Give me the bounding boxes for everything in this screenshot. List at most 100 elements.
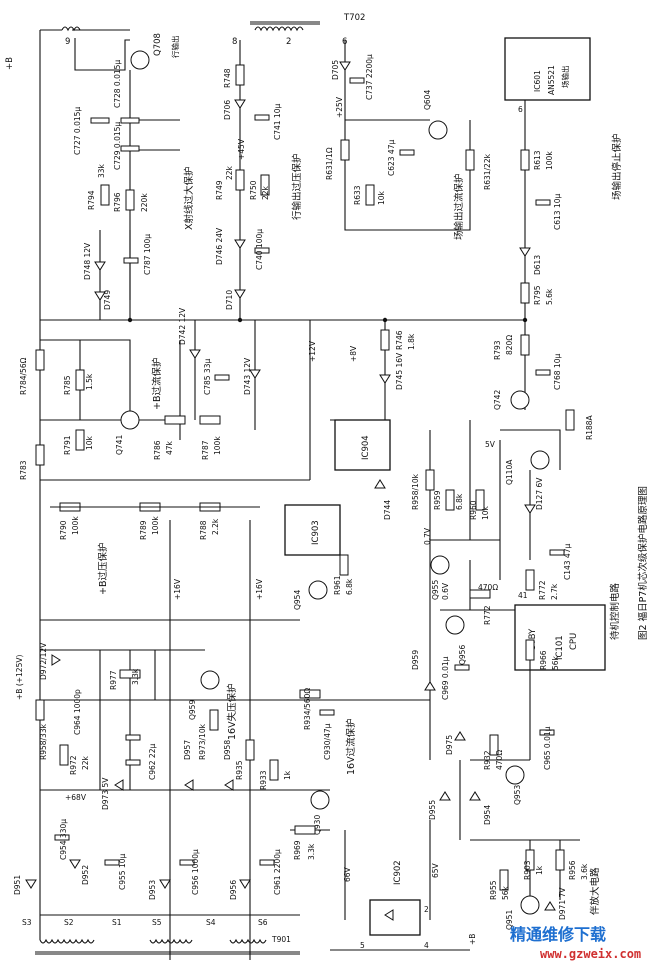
ic902-led: [384, 909, 394, 921]
transistor-label: Q955: [431, 580, 440, 600]
capacitor-label: C954 330μ: [59, 819, 68, 860]
resistor-label: R787: [201, 440, 210, 460]
value-label: 3.6k: [580, 863, 589, 880]
resistor-label: R794: [87, 190, 96, 210]
r750-resistor: [260, 174, 270, 196]
value-label: 2.2k: [211, 518, 220, 535]
capacitor-label: C741 10μ: [273, 104, 282, 140]
resistor-label: R956: [568, 860, 577, 880]
pin-label: S1: [112, 918, 122, 927]
r631b-resistor: [465, 149, 475, 171]
resistor-label: R795: [533, 285, 542, 305]
d745-diode: [379, 374, 391, 384]
rail-label: +68V: [65, 793, 87, 802]
value-label: 5.6k: [545, 288, 554, 305]
rail-label: +45V: [237, 138, 246, 160]
c728-capacitor: [120, 117, 140, 124]
capacitor-label: C965 0.01μ: [543, 726, 552, 770]
block-b-oc: +B过流保护: [151, 358, 163, 410]
resistor-label: R966: [539, 650, 548, 670]
r966-resistor: [525, 639, 535, 661]
ic903-chip: [284, 504, 341, 556]
capacitor-label: C729 0.015μ: [113, 122, 122, 170]
diode-label: D953: [148, 880, 157, 900]
r772-resistor: [525, 569, 535, 591]
r935-resistor: [245, 739, 255, 761]
capacitor-label: C962 22μ: [148, 744, 157, 780]
r613-resistor: [520, 149, 530, 171]
capacitor-label: C737 2200μ: [365, 54, 374, 100]
resistor-label: R613: [533, 150, 542, 170]
r956-resistor: [555, 849, 565, 871]
r794-resistor: [100, 184, 110, 206]
d958-diode: [224, 779, 234, 791]
diode-label: D972/12V: [39, 642, 48, 680]
diode-label: D971 7V: [558, 887, 567, 920]
capacitor-label: C143 47μ: [563, 544, 572, 580]
q930-transistor: [310, 790, 330, 810]
c623-capacitor: [399, 149, 415, 156]
capacitor-label: C955 10μ: [118, 854, 127, 890]
diode-label: D127 6V: [535, 477, 544, 510]
r934-resistor: [299, 689, 321, 699]
value-label: 3.3k: [307, 843, 316, 860]
pin-label: 5: [360, 941, 365, 950]
rail-label: +25V: [335, 96, 344, 118]
resistor-label: R796: [113, 192, 122, 212]
pin-label: 41: [518, 591, 528, 600]
rail-label: +B: [5, 57, 15, 70]
d951-diode: [25, 879, 37, 889]
diode-label: D743 12V: [243, 357, 252, 395]
diode-label: D957: [183, 740, 192, 760]
r633-resistor: [365, 184, 375, 206]
block-line-ov: 行输出过压保护: [291, 153, 303, 220]
value-label: 1.5k: [85, 373, 94, 390]
value-label: 56k: [501, 885, 510, 900]
transistor-label: Q742: [493, 390, 502, 410]
diode-label: D613: [533, 255, 542, 275]
resistor-label: R748: [223, 68, 232, 88]
d952-diode: [69, 859, 81, 869]
pin-label: 9: [65, 37, 70, 47]
transistor-label: Q708: [153, 33, 163, 56]
ic601-chip: [504, 37, 591, 101]
r796-resistor: [125, 189, 135, 211]
t901-core: [35, 951, 300, 955]
q742-transistor: [510, 390, 530, 410]
r961-resistor: [469, 589, 491, 599]
ic-pin-label: STBY: [528, 628, 538, 650]
r932-resistor: [489, 734, 499, 756]
ic-name: IC904: [361, 435, 371, 460]
c143-capacitor: [549, 549, 565, 556]
transistor-label: Q951: [505, 910, 514, 930]
resistor-label: R933: [259, 770, 268, 790]
diode-label: D744: [383, 500, 392, 520]
capacitor-label: C787 100μ: [143, 234, 152, 275]
diode-label: D956: [229, 880, 238, 900]
diode-label: D952: [81, 865, 90, 885]
q708-wire: [74, 38, 130, 71]
d973-diode: [114, 779, 124, 791]
pin-label: 4: [424, 941, 429, 950]
r960-resistor: [475, 489, 485, 511]
r972-resistor: [59, 744, 69, 766]
value-label: 1.8k: [407, 333, 416, 350]
resistor-label: R631/22k: [483, 153, 492, 190]
d971-diode: [544, 901, 556, 911]
r958b-resistor: [425, 469, 435, 491]
transformer-label: T702: [343, 13, 365, 23]
capacitor-label: C727 0.015μ: [73, 107, 82, 155]
q708-note: 行输出: [170, 36, 180, 59]
cap-column-wire: [129, 70, 180, 300]
r188a-resistor: [565, 409, 575, 431]
t901-coil-1: [39, 938, 95, 944]
resistor-label: R955: [489, 880, 498, 900]
q953-wire: [429, 650, 531, 840]
t702-core: [250, 21, 320, 25]
v16-rails: [169, 520, 251, 960]
rail-label: 0.6V: [441, 582, 450, 600]
diode-label: D748 12V: [83, 242, 92, 280]
ic-name: IC601: [533, 70, 542, 92]
resistor-label: R935: [235, 760, 244, 780]
